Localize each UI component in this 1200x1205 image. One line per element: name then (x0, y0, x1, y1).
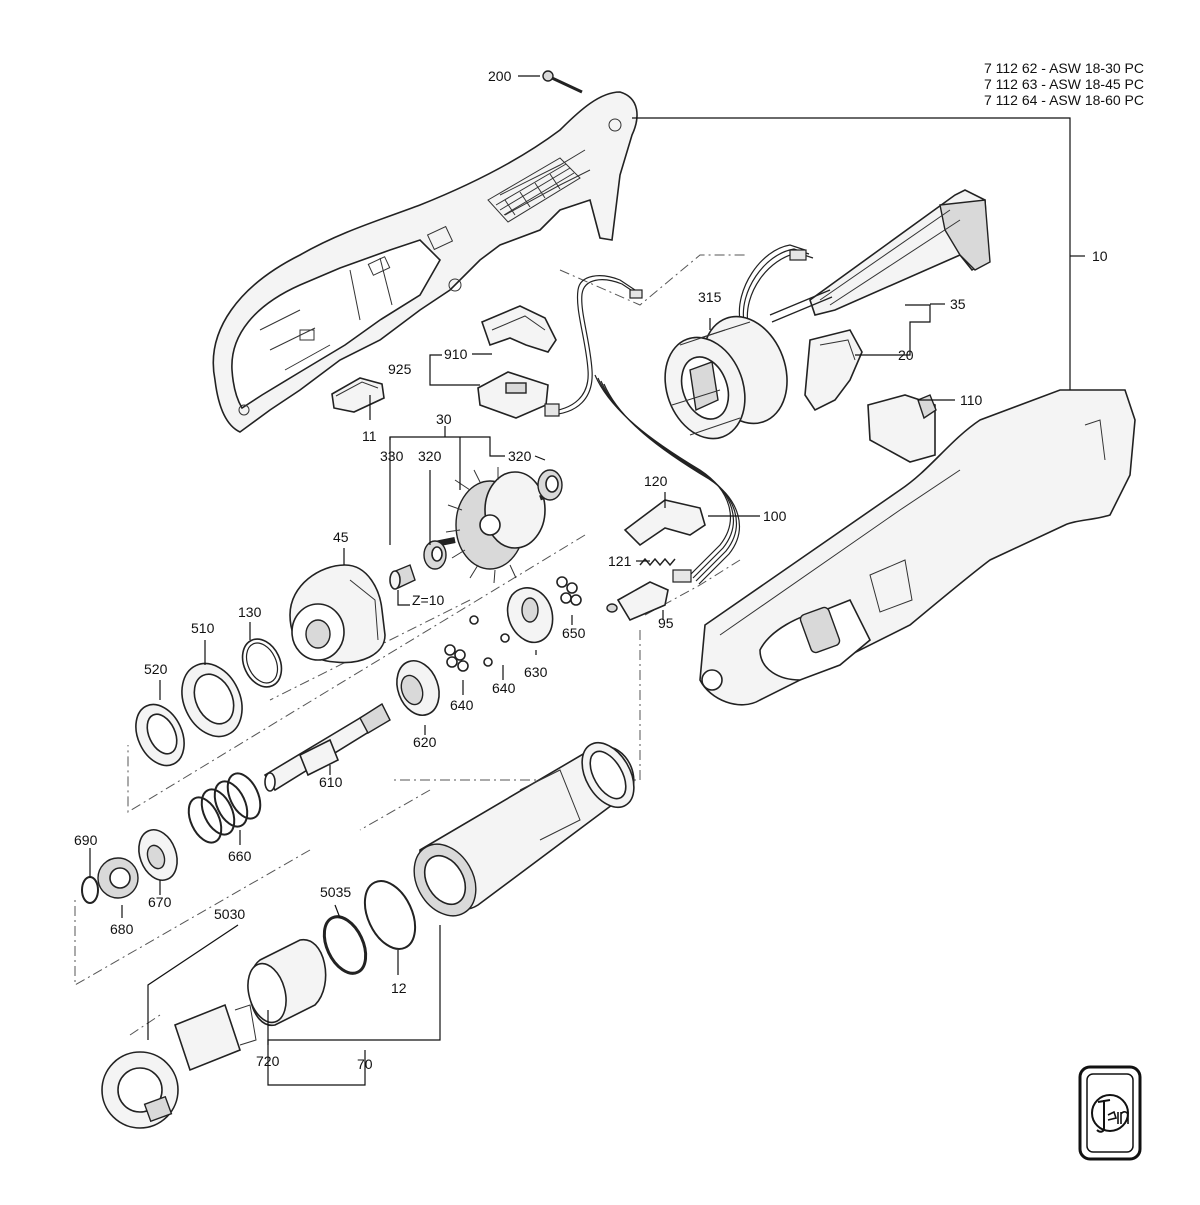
label-20: 20 (898, 347, 914, 363)
label-680: 680 (110, 921, 134, 937)
label-35: 35 (950, 296, 966, 312)
label-510: 510 (191, 620, 215, 636)
lower-housing-10 (699, 389, 1136, 706)
ring-5035 (322, 915, 368, 975)
label-910: 910 (444, 346, 468, 362)
label-660: 660 (228, 848, 252, 864)
cage-650 (556, 576, 582, 606)
label-45: 45 (333, 529, 349, 545)
gear-tube-70 (413, 741, 635, 917)
model-line-3: 7 112 64 - ASW 18-60 PC (983, 92, 1144, 108)
label-690: 690 (74, 832, 98, 848)
alignment-lines (74, 254, 745, 1036)
label-320-left: 320 (418, 448, 442, 464)
label-925: 925 (388, 361, 412, 377)
label-5030: 5030 (214, 906, 245, 922)
circlip-690 (81, 876, 99, 904)
label-110: 110 (960, 392, 983, 408)
label-640-left: 640 (450, 697, 474, 713)
spring-660 (187, 772, 262, 844)
label-10: 10 (1092, 248, 1108, 264)
label-200: 200 (488, 68, 512, 84)
vent-grill (487, 157, 581, 223)
label-30: 30 (436, 411, 452, 427)
fein-logo (1078, 1065, 1142, 1161)
label-z10: Z=10 (412, 592, 445, 608)
shaft-610 (263, 702, 391, 792)
model-number-list: 7 112 62 - ASW 18-30 PC 7 112 63 - ASW 1… (984, 60, 1144, 108)
o-ring-12 (363, 880, 417, 950)
rotor-30 (429, 467, 549, 584)
clutch-620 (396, 660, 440, 716)
angle-head-5030 (101, 1003, 257, 1129)
label-320-right: 320 (508, 448, 532, 464)
label-670: 670 (148, 894, 172, 910)
label-70: 70 (357, 1056, 373, 1072)
part-910-cover (480, 305, 557, 353)
switch-95 (606, 581, 669, 622)
ring-130 (241, 638, 283, 688)
upper-housing-half (212, 91, 638, 433)
label-650: 650 (562, 625, 586, 641)
sleeve-720 (247, 939, 327, 1026)
label-610: 610 (319, 774, 343, 790)
label-11: 11 (362, 428, 377, 444)
electronics-board-35 (769, 189, 991, 323)
seal-520 (135, 703, 185, 767)
switch-20 (804, 329, 863, 412)
label-5035: 5035 (320, 884, 351, 900)
part-11-button (331, 377, 385, 413)
ring-510 (181, 662, 243, 738)
gear-housing-45 (289, 564, 386, 664)
callout-labels: 200 10 35 20 110 315 910 925 11 30 330 3… (74, 68, 1108, 1072)
stator-315 (664, 315, 788, 440)
label-120: 120 (644, 473, 668, 489)
gear-680 (97, 857, 139, 899)
part-670 (138, 829, 178, 881)
screw-200 (542, 70, 583, 94)
label-720: 720 (256, 1053, 280, 1069)
label-130: 130 (238, 604, 262, 620)
trigger-120 (623, 499, 706, 547)
label-100: 100 (763, 508, 787, 524)
label-640-right: 640 (492, 680, 516, 696)
pinion-330 (389, 564, 416, 590)
label-330: 330 (380, 448, 404, 464)
model-line-2: 7 112 63 - ASW 18-45 PC (983, 76, 1144, 92)
balls-640 (444, 615, 510, 672)
label-315: 315 (698, 289, 722, 305)
part-110 (867, 394, 937, 463)
spring-121 (639, 557, 676, 567)
label-121: 121 (608, 553, 632, 569)
wiring-harness (544, 244, 814, 585)
bearing-320-left (423, 540, 447, 570)
bearing-320-right (537, 469, 563, 501)
label-95: 95 (658, 615, 674, 631)
label-620: 620 (413, 734, 437, 750)
label-12: 12 (391, 980, 407, 996)
part-925-board (477, 371, 549, 419)
model-line-1: 7 112 62 - ASW 18-30 PC (983, 60, 1144, 76)
disc-630 (506, 587, 554, 644)
leader-lines (89, 75, 1085, 1086)
label-630: 630 (524, 664, 548, 680)
label-520: 520 (144, 661, 168, 677)
